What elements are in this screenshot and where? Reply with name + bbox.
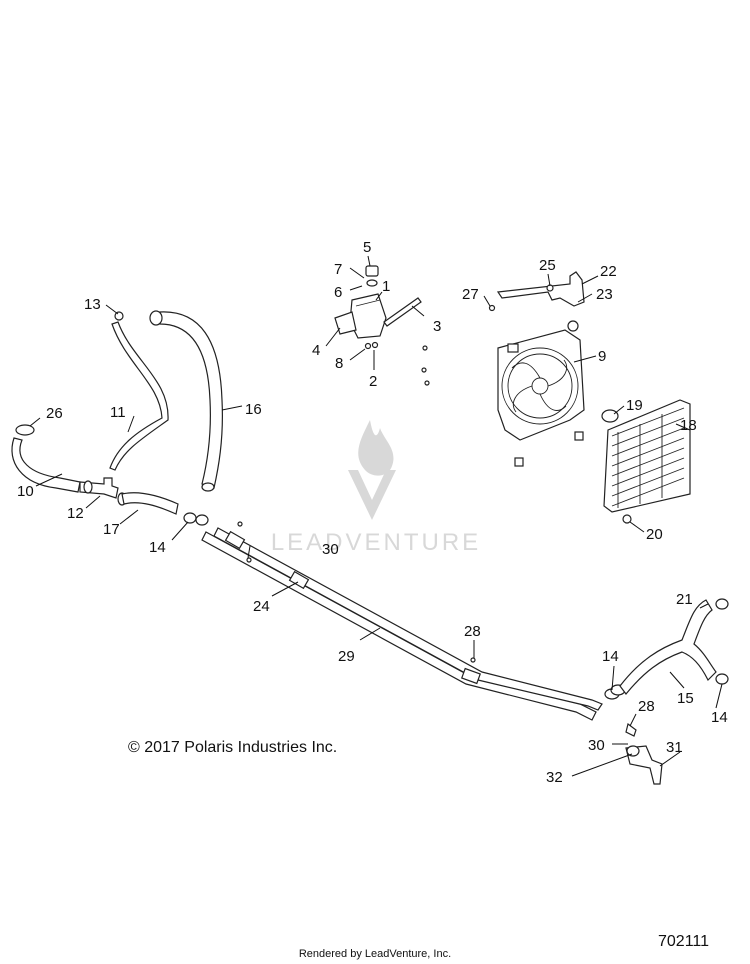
hose-15-21	[604, 598, 729, 700]
callout-4: 4	[312, 342, 320, 359]
callout-17: 17	[103, 521, 120, 538]
callout-29: 29	[338, 648, 355, 665]
callouts: 1 2 3 4 5 6 7 8 9 10 11 12 13 14 14 14 1…	[17, 239, 728, 786]
callout-27: 27	[462, 286, 479, 303]
callout-3: 3	[433, 318, 441, 335]
watermark: LEADVENTURE	[271, 420, 481, 556]
callout-7: 7	[334, 261, 342, 278]
callout-24: 24	[253, 598, 270, 615]
callout-31: 31	[666, 739, 683, 756]
callout-5: 5	[363, 239, 371, 256]
fan-bracket	[488, 271, 585, 332]
hose-11	[109, 311, 169, 471]
callout-30-right: 30	[588, 737, 605, 754]
fan-shroud	[497, 329, 585, 467]
callout-28-center: 28	[464, 623, 481, 640]
callout-16: 16	[245, 401, 262, 418]
callout-9: 9	[598, 348, 606, 365]
callout-10: 10	[17, 483, 34, 500]
callout-26: 26	[46, 405, 63, 422]
clamp-14-left	[183, 512, 209, 526]
copyright-notice: © 2017 Polaris Industries Inc.	[128, 739, 337, 756]
callout-11: 11	[110, 404, 126, 421]
mount-bracket	[625, 722, 663, 785]
callout-18: 18	[680, 417, 697, 434]
callout-6: 6	[334, 284, 342, 301]
callout-21: 21	[676, 591, 693, 608]
callout-20: 20	[646, 526, 663, 543]
callout-2: 2	[369, 373, 377, 390]
footer-credit: Rendered by LeadVenture, Inc.	[299, 948, 451, 960]
watermark-text: LEADVENTURE	[271, 529, 481, 556]
callout-8: 8	[335, 355, 343, 372]
coolant-reservoir	[334, 265, 430, 386]
callout-14-center: 14	[602, 648, 619, 665]
callout-15: 15	[677, 690, 694, 707]
callout-14-right: 14	[711, 709, 728, 726]
callout-19: 19	[626, 397, 643, 414]
callout-28-right: 28	[638, 698, 655, 715]
callout-25: 25	[539, 257, 556, 274]
coolant-tubes	[201, 521, 603, 721]
callout-30-center: 30	[322, 541, 339, 558]
callout-12: 12	[67, 505, 84, 522]
leader-lines	[29, 255, 723, 777]
callout-1: 1	[382, 278, 390, 295]
radiator	[601, 399, 691, 524]
parts-drawing	[11, 265, 729, 785]
callout-13: 13	[84, 296, 101, 313]
hose-16	[149, 310, 223, 492]
document-number: 702111	[658, 933, 709, 950]
hose-10	[11, 424, 81, 493]
hose-17	[121, 492, 179, 515]
tee-12	[79, 477, 127, 506]
callout-22: 22	[600, 263, 617, 280]
callout-32: 32	[546, 769, 563, 786]
callout-23: 23	[596, 286, 613, 303]
callout-14-left: 14	[149, 539, 166, 556]
